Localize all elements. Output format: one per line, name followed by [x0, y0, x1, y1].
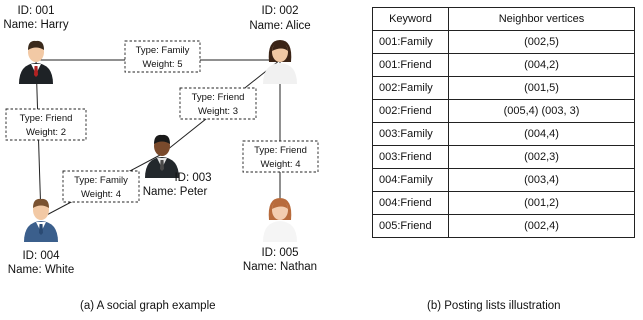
- keyword-cell: 002:Friend: [372, 99, 449, 123]
- keyword-cell: 005:Friend: [372, 214, 449, 238]
- caption-posting-lists: (b) Posting lists illustration: [427, 300, 561, 312]
- keyword-cell: 003:Friend: [372, 145, 449, 169]
- neighbor-vertices-cell: (002,5): [448, 30, 635, 54]
- keyword-cell: 002:Family: [372, 76, 449, 100]
- edge-label-box: [179, 87, 257, 120]
- woman-light-hair-icon: [263, 198, 297, 242]
- edge-label-box: [62, 170, 140, 203]
- edge-label-box: [124, 40, 201, 73]
- node-id-label: ID: 002: [261, 5, 298, 17]
- table-row: 001:Friend(004,2): [372, 53, 635, 77]
- edge-type-label: Type: Friend: [20, 113, 73, 124]
- caption-social-graph: (a) A social graph example: [80, 300, 216, 312]
- man-blue-suit-icon: [24, 198, 58, 242]
- man-dark-suit-icon: [19, 40, 53, 84]
- node-name-label: Name: White: [8, 264, 74, 276]
- neighbor-vertices-cell: (002,3): [448, 145, 635, 169]
- table-row: 002:Friend(005,4) (003, 3): [372, 99, 635, 123]
- edge-weight-label: Weight: 2: [26, 127, 66, 138]
- edge-weight-label: Weight: 4: [261, 159, 301, 170]
- node-name-label: Name: Peter: [143, 186, 208, 198]
- node-id-label: ID: 003: [174, 172, 211, 184]
- edge-weight-label: Weight: 5: [143, 59, 183, 70]
- header-neighbor-vertices: Neighbor vertices: [448, 7, 635, 31]
- edge-type-label: Type: Family: [74, 175, 128, 186]
- table-row: 003:Friend(002,3): [372, 145, 635, 169]
- table-row: 001:Family(002,5): [372, 30, 635, 54]
- edge-weight-label: Weight: 3: [198, 106, 238, 117]
- table-row: 003:Family(004,4): [372, 122, 635, 146]
- keyword-cell: 001:Friend: [372, 53, 449, 77]
- node-name-label: Name: Nathan: [243, 261, 317, 273]
- table-row: 002:Family(001,5): [372, 76, 635, 100]
- node-name-label: Name: Harry: [3, 19, 68, 31]
- neighbor-vertices-cell: (004,4): [448, 122, 635, 146]
- neighbor-vertices-cell: (003,4): [448, 168, 635, 192]
- man-dark-skin-suit-icon: [145, 134, 179, 178]
- neighbor-vertices-cell: (004,2): [448, 53, 635, 77]
- node-id-label: ID: 001: [17, 5, 54, 17]
- table-row: 004:Friend(001,2): [372, 191, 635, 215]
- edge-label-box: [242, 140, 319, 173]
- edge-type-label: Type: Friend: [254, 145, 307, 156]
- table-row: 004:Family(003,4): [372, 168, 635, 192]
- woman-dark-hair-icon: [263, 40, 297, 84]
- neighbor-vertices-cell: (001,2): [448, 191, 635, 215]
- neighbor-vertices-cell: (002,4): [448, 214, 635, 238]
- posting-list-table: Keyword Neighbor vertices 001:Family(002…: [372, 7, 635, 238]
- edge-type-label: Type: Family: [136, 45, 190, 56]
- node-id-label: ID: 005: [261, 247, 298, 259]
- edge-label-box: [5, 108, 87, 141]
- table-header-row: Keyword Neighbor vertices: [372, 7, 635, 31]
- keyword-cell: 004:Friend: [372, 191, 449, 215]
- keyword-cell: 004:Family: [372, 168, 449, 192]
- neighbor-vertices-cell: (001,5): [448, 76, 635, 100]
- keyword-cell: 003:Family: [372, 122, 449, 146]
- edge-type-label: Type: Friend: [192, 92, 245, 103]
- table-row: 005:Friend(002,4): [372, 214, 635, 238]
- edge-weight-label: Weight: 4: [81, 189, 121, 200]
- neighbor-vertices-cell: (005,4) (003, 3): [448, 99, 635, 123]
- node-name-label: Name: Alice: [249, 20, 310, 32]
- node-id-label: ID: 004: [22, 250, 60, 262]
- header-keyword: Keyword: [372, 7, 449, 31]
- keyword-cell: 001:Family: [372, 30, 449, 54]
